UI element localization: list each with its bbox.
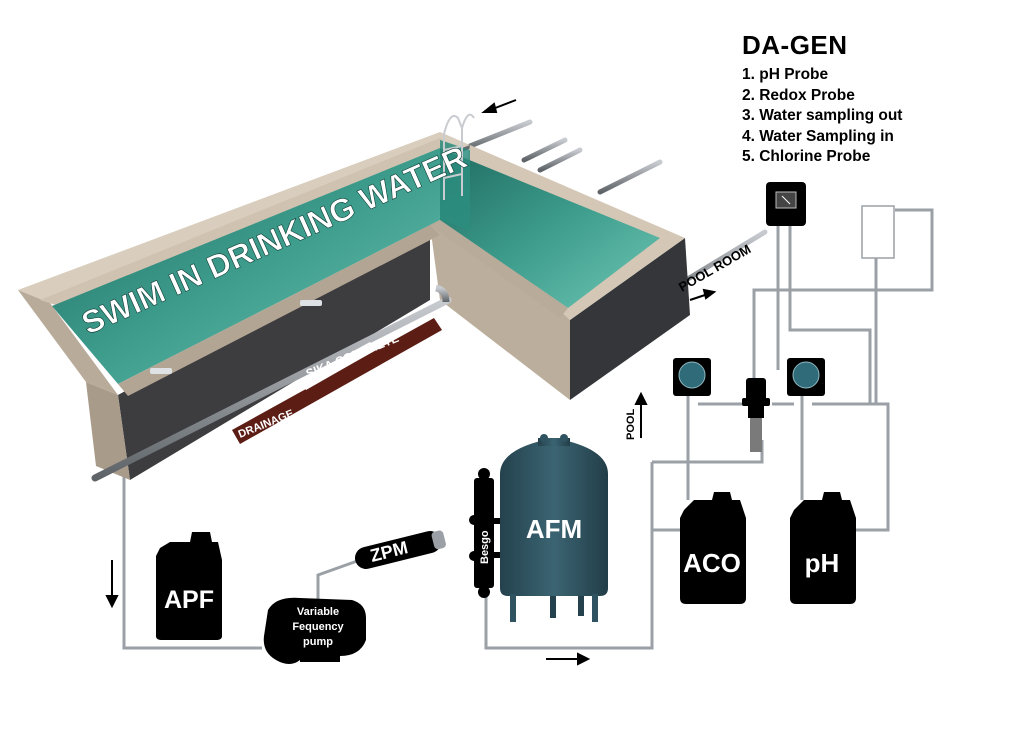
- ph-container: [790, 492, 856, 604]
- afm-tank: [500, 434, 608, 622]
- ph-dosing-pump: [787, 358, 825, 396]
- afm-label: AFM: [526, 514, 582, 544]
- zpm-label: ZPM: [368, 537, 410, 566]
- legend-item-redox-probe: 2. Redox Probe: [742, 86, 855, 104]
- arrow-up-icon: [634, 391, 648, 405]
- legend-item-sampling-in: 4. Water Sampling in: [742, 127, 894, 145]
- pump-label-line1: Variable: [297, 606, 339, 618]
- plumbing-lines: [122, 208, 934, 650]
- pump-label-line2: Fequency: [292, 621, 344, 633]
- pump-label-line3: pump: [303, 636, 333, 648]
- arrow-right-icon: [577, 652, 591, 666]
- flow-arrows: [105, 99, 717, 666]
- da-gen-controller: [766, 182, 806, 226]
- probe-injector: [742, 378, 770, 452]
- arrow-right-icon: [702, 288, 717, 300]
- pool-room-label: POOL ROOM: [676, 241, 753, 294]
- pool-flow-label: POOL: [625, 409, 637, 440]
- aco-container: [680, 492, 746, 604]
- legend-item-chlorine-probe: 5. Chlorine Probe: [742, 148, 871, 165]
- legend-item-ph-probe: 1. pH Probe: [742, 66, 829, 83]
- besgo-label: Besgo: [479, 530, 491, 564]
- ph-label: pH: [805, 548, 840, 578]
- apf-container: [156, 532, 222, 640]
- da-gen-legend: DA-GEN 1. pH Probe 2. Redox Probe 3. Wat…: [742, 30, 1012, 168]
- besgo-valve: [469, 468, 502, 598]
- legend-title: DA-GEN: [742, 30, 848, 60]
- apf-label: APF: [164, 586, 214, 614]
- variable-frequency-pump: [263, 597, 366, 664]
- aco-label: ACO: [683, 548, 741, 578]
- legend-list: 1. pH Probe 2. Redox Probe 3. Water samp…: [742, 65, 1012, 168]
- zpm-unit: [354, 530, 446, 569]
- legend-item-sampling-out: 3. Water sampling out: [742, 107, 903, 124]
- arrow-down-icon: [105, 595, 119, 609]
- arrow-left-icon: [481, 102, 498, 113]
- pool: [18, 113, 690, 482]
- electrical-box: [861, 205, 895, 259]
- aco-dosing-pump: [673, 358, 711, 396]
